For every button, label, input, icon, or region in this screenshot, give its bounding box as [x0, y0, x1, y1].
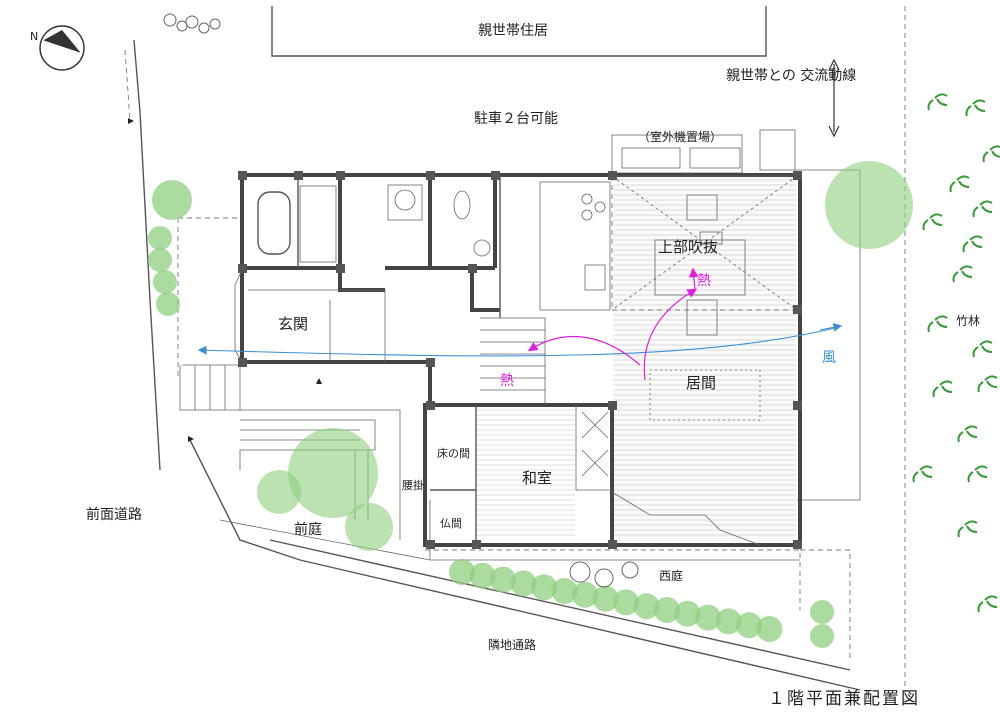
bamboo-leaf-icon — [967, 465, 988, 483]
bamboo-leaf-icon — [957, 520, 978, 538]
bamboo-leaf-icon — [977, 375, 998, 393]
heat-arrows — [528, 267, 699, 381]
hedge-shrub — [756, 616, 783, 642]
drawing-title: １階平面兼配置図 — [768, 689, 920, 709]
label-koshikake: 腰掛 — [402, 478, 424, 492]
wind-arrow — [197, 322, 843, 357]
structural-posts — [238, 171, 802, 549]
label-neighbor-path: 隣地通路 — [488, 637, 536, 652]
hedge-shrub — [736, 612, 762, 639]
bamboo-leaf-icon — [912, 465, 933, 483]
bamboo-leaf-icon — [949, 175, 970, 193]
label-outdoor-unit: （室外機置場） — [638, 129, 722, 144]
label-front-road: 前面道路 — [86, 506, 142, 523]
label-bamboo-grove: 竹林 — [956, 314, 980, 328]
bamboo-leaf-icon — [972, 340, 993, 358]
label-upper-void: 上部吹抜 — [658, 238, 718, 256]
exchange-line-arrow — [828, 58, 840, 138]
bamboo-leaf-icon — [965, 99, 986, 117]
entrance-markers — [128, 118, 322, 442]
hedge-shrub — [449, 559, 475, 585]
label-living: 居間 — [686, 374, 716, 392]
bamboo-leaf-icon — [927, 93, 948, 111]
hedge-shrub — [674, 600, 701, 627]
label-butsuma: 仏間 — [440, 517, 462, 530]
bamboo-leaf-icon — [972, 200, 993, 218]
label-west-garden: 西庭 — [659, 568, 683, 583]
bamboo-leaf-icon — [922, 213, 943, 231]
label-heat-upper: 熱 — [697, 273, 711, 289]
label-wind: 風 — [822, 350, 836, 366]
hedge-shrub — [715, 608, 742, 635]
bamboo-leaf-icon — [932, 380, 953, 398]
label-entrance: 玄関 — [278, 315, 308, 333]
bamboo-leaf-icon — [952, 265, 973, 283]
hedge-shrub — [469, 562, 496, 589]
label-parent-house: 親世帯住居 — [478, 23, 548, 39]
trees — [148, 161, 913, 648]
bamboo-leaf-icon — [962, 235, 983, 253]
bamboo-grove — [912, 93, 1000, 613]
bamboo-leaf-icon — [927, 315, 948, 333]
bamboo-leaf-icon — [957, 425, 978, 443]
living-floor-boards — [477, 176, 797, 541]
label-front-garden: 前庭 — [294, 521, 322, 538]
hedge-shrub — [490, 566, 516, 593]
stepping-stones — [163, 13, 639, 588]
hedge-shrub — [551, 578, 578, 604]
hedge-shrub — [633, 593, 660, 620]
hedge-shrub — [510, 570, 537, 597]
hedge-shrub — [531, 574, 557, 601]
hedge-shrub — [695, 604, 721, 631]
label-exchange-line: 親世帯との 交流動線 — [726, 67, 856, 84]
label-parking: 駐車２台可能 — [474, 110, 558, 127]
north-label: N — [30, 30, 38, 43]
bamboo-leaf-icon — [977, 595, 998, 613]
label-tokonoma: 床の間 — [437, 446, 470, 460]
hedge-shrub — [592, 585, 619, 612]
bamboo-leaf-icon — [982, 145, 1000, 163]
hedge-shrub — [572, 581, 598, 608]
hedge-shrub — [654, 597, 680, 623]
bath-fixtures — [257, 184, 606, 291]
compass-north-arrow: N — [30, 25, 85, 71]
label-heat-lower: 熱 — [500, 373, 514, 389]
hedge-shrub — [613, 589, 639, 616]
label-washitsu: 和室 — [522, 469, 552, 487]
